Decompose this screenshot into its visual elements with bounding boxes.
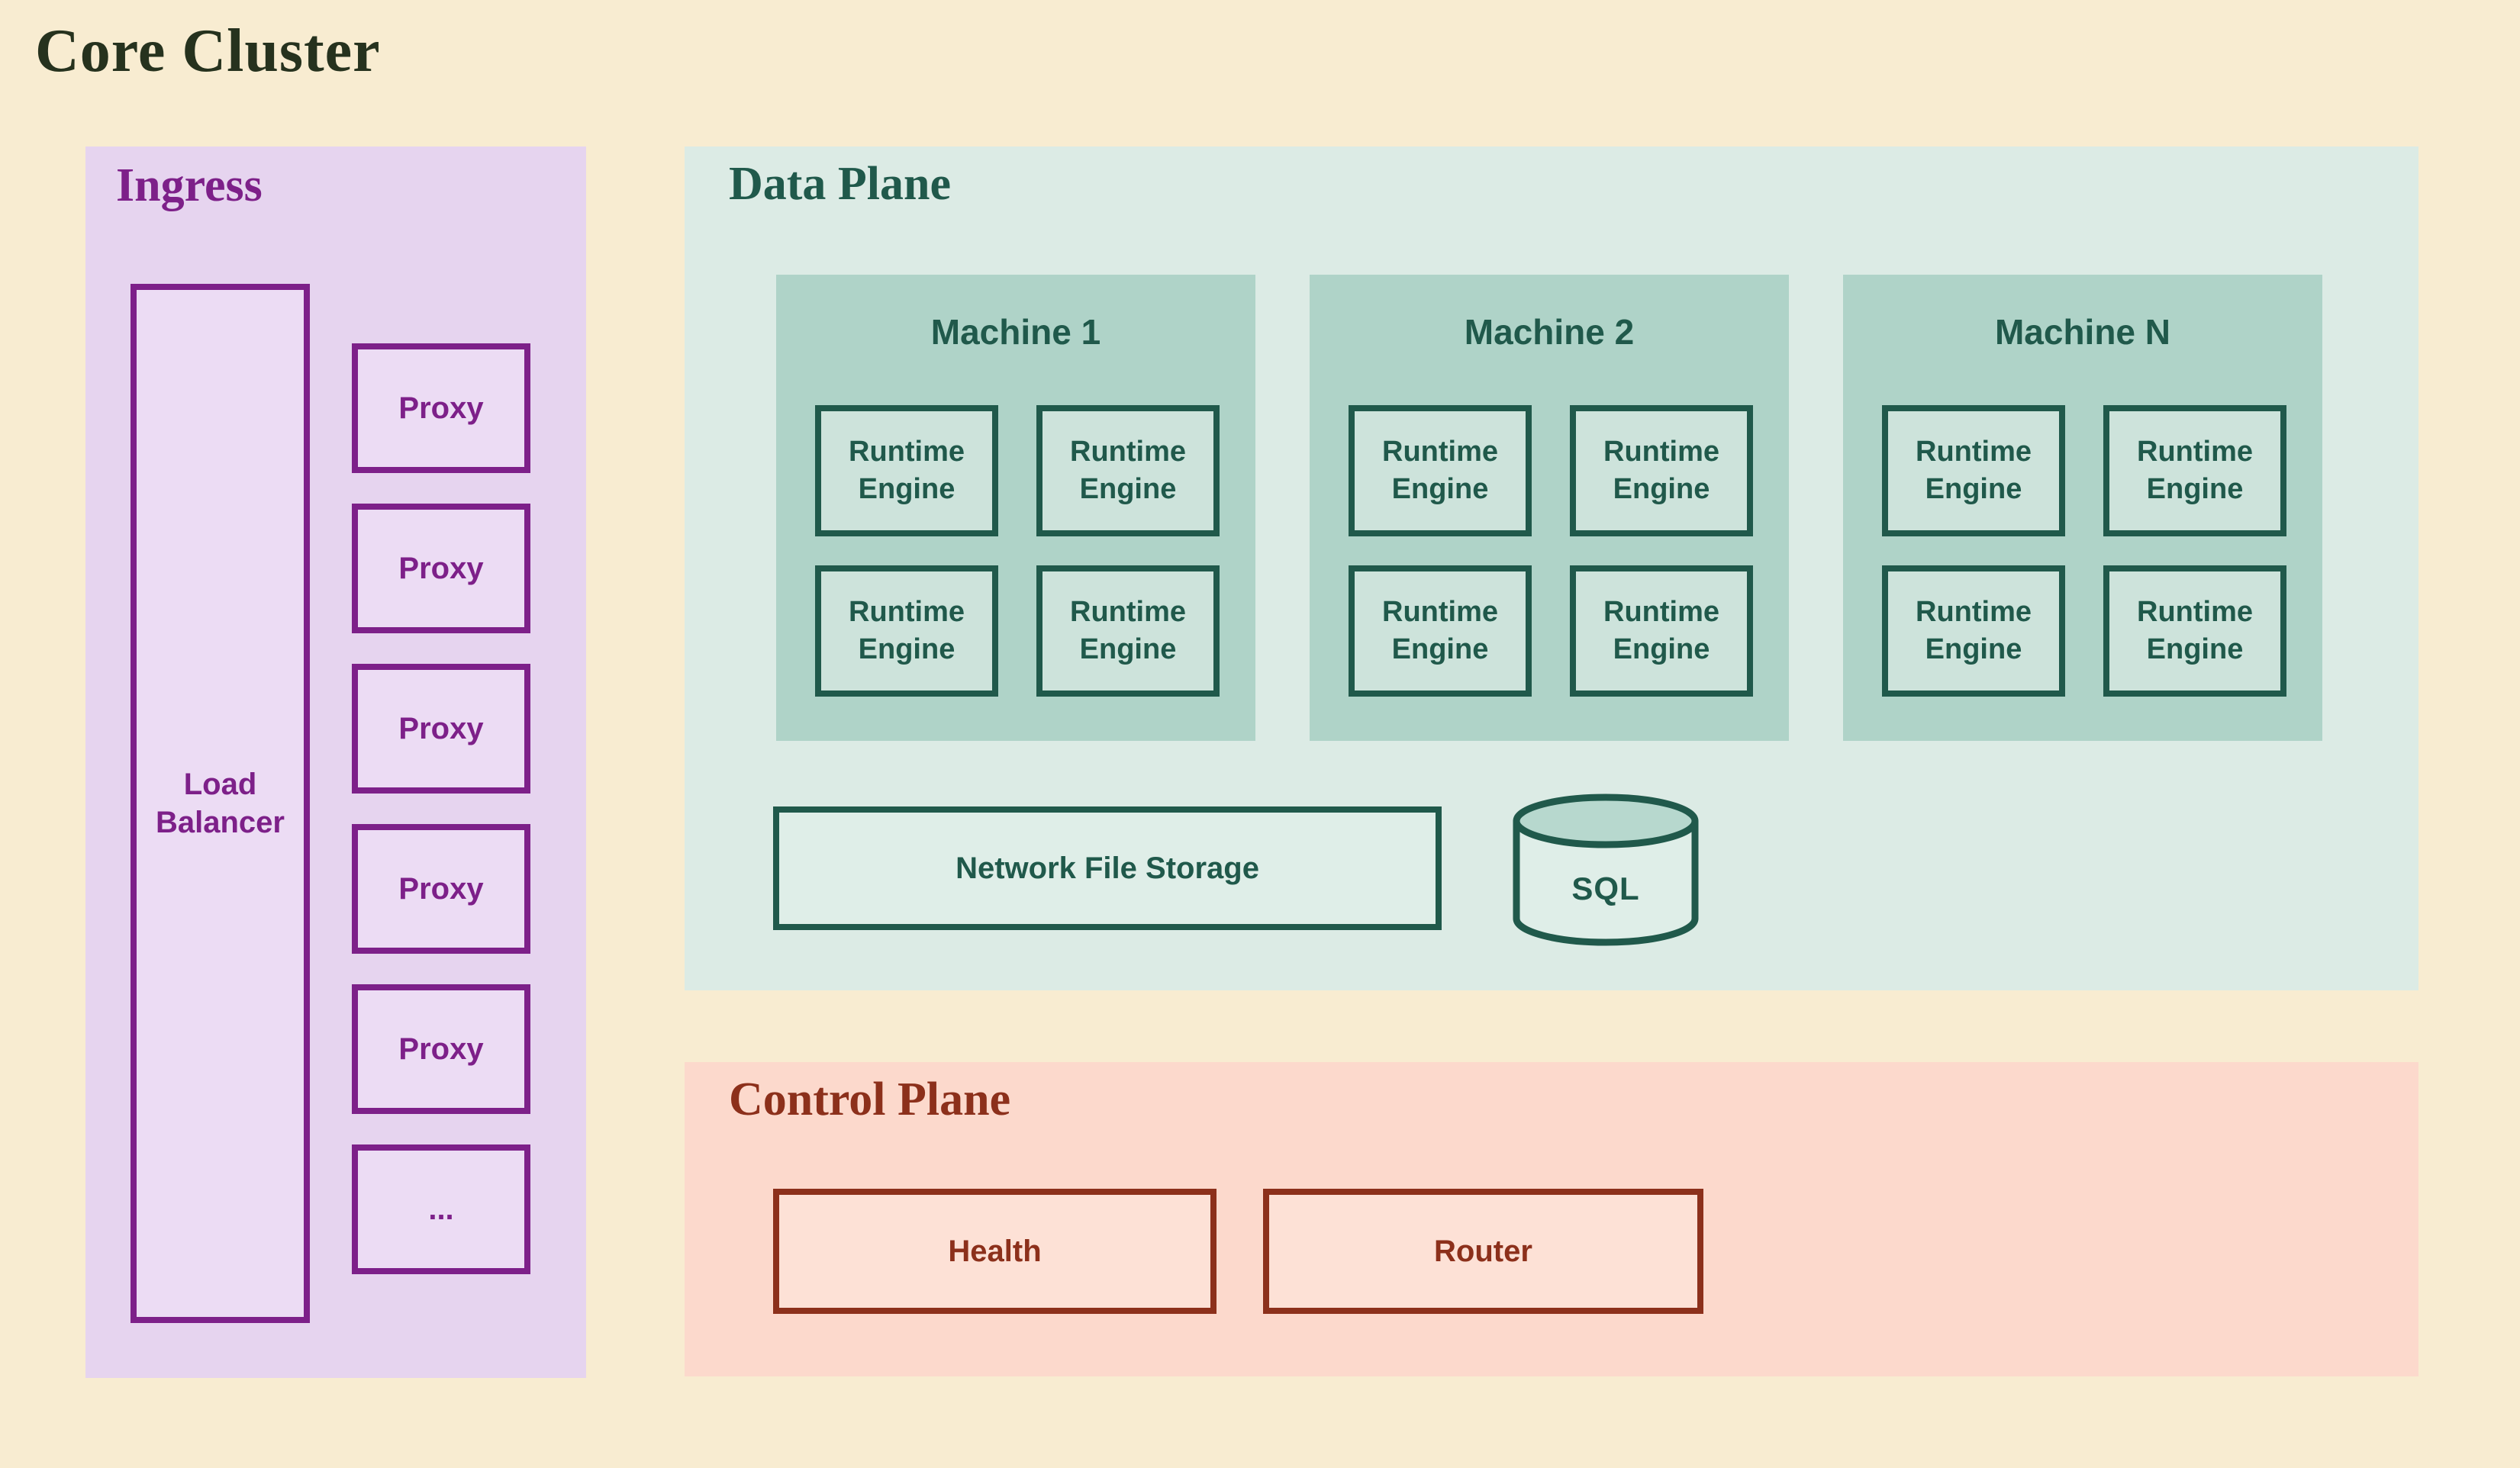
machine-name: Machine 2 (1464, 312, 1635, 352)
machine-name: Machine 1 (930, 312, 1101, 352)
sql-label: SQL (1571, 871, 1640, 906)
runtime-engine-box: Runtime Engine (1570, 565, 1753, 697)
proxy-box-4: Proxy (352, 824, 530, 954)
runtime-engine-label: Runtime Engine (1070, 596, 1186, 665)
runtime-engine-label: Runtime Engine (849, 596, 965, 665)
runtime-engine-box: Runtime Engine (2103, 565, 2286, 697)
database-cylinder-icon (1513, 794, 1699, 946)
proxy-box-2: Proxy (352, 504, 530, 633)
ingress-title: Ingress (116, 159, 263, 211)
machine-name: Machine N (1994, 312, 2171, 352)
runtime-engine-box: Runtime Engine (815, 405, 998, 536)
runtime-engine-box: Runtime Engine (1882, 565, 2065, 697)
health-box: Health (773, 1189, 1216, 1314)
proxy-box-ellipsis: ... (352, 1144, 530, 1274)
sql-database-cylinder: SQL (1513, 794, 1699, 946)
runtime-engine-label: Runtime Engine (849, 436, 965, 505)
runtime-engine-box: Runtime Engine (1570, 405, 1753, 536)
machine-card-n: Machine N Runtime Engine Runtime Engine … (1843, 275, 2322, 741)
machine-card-2: Machine 2 Runtime Engine Runtime Engine … (1310, 275, 1789, 741)
data-plane-panel: Data Plane Machine 1 Runtime Engine Runt… (685, 146, 2418, 990)
runtime-engine-box: Runtime Engine (1349, 565, 1532, 697)
runtime-engine-box: Runtime Engine (1882, 405, 2065, 536)
proxy-box-5: Proxy (352, 984, 530, 1114)
runtime-engine-box: Runtime Engine (1036, 405, 1220, 536)
load-balancer-label: Load Balancer (156, 768, 285, 839)
runtime-engine-box: Runtime Engine (2103, 405, 2286, 536)
runtime-engine-label: Runtime Engine (2137, 596, 2253, 665)
proxy-box-3: Proxy (352, 664, 530, 794)
load-balancer-box: Load Balancer (131, 284, 310, 1323)
page-title: Core Cluster (35, 18, 381, 85)
runtime-engine-label: Runtime Engine (1603, 436, 1719, 505)
data-plane-title: Data Plane (729, 158, 952, 210)
runtime-engine-label: Runtime Engine (1603, 596, 1719, 665)
runtime-engine-label: Runtime Engine (1916, 596, 2032, 665)
runtime-engine-label: Runtime Engine (1382, 436, 1498, 505)
runtime-engine-label: Runtime Engine (1070, 436, 1186, 505)
runtime-engine-box: Runtime Engine (1349, 405, 1532, 536)
proxy-box-1: Proxy (352, 343, 530, 473)
control-plane-title: Control Plane (729, 1074, 1011, 1125)
runtime-engine-box: Runtime Engine (815, 565, 998, 697)
runtime-engine-label: Runtime Engine (2137, 436, 2253, 505)
runtime-engine-label: Runtime Engine (1382, 596, 1498, 665)
router-box: Router (1263, 1189, 1703, 1314)
control-plane-panel: Control Plane Health Router (685, 1062, 2418, 1376)
runtime-engine-label: Runtime Engine (1916, 436, 2032, 505)
machine-card-1: Machine 1 Runtime Engine Runtime Engine … (776, 275, 1255, 741)
runtime-engine-box: Runtime Engine (1036, 565, 1220, 697)
network-file-storage-box: Network File Storage (773, 806, 1442, 930)
ingress-panel: Ingress Load Balancer Proxy Proxy Proxy … (85, 146, 586, 1378)
